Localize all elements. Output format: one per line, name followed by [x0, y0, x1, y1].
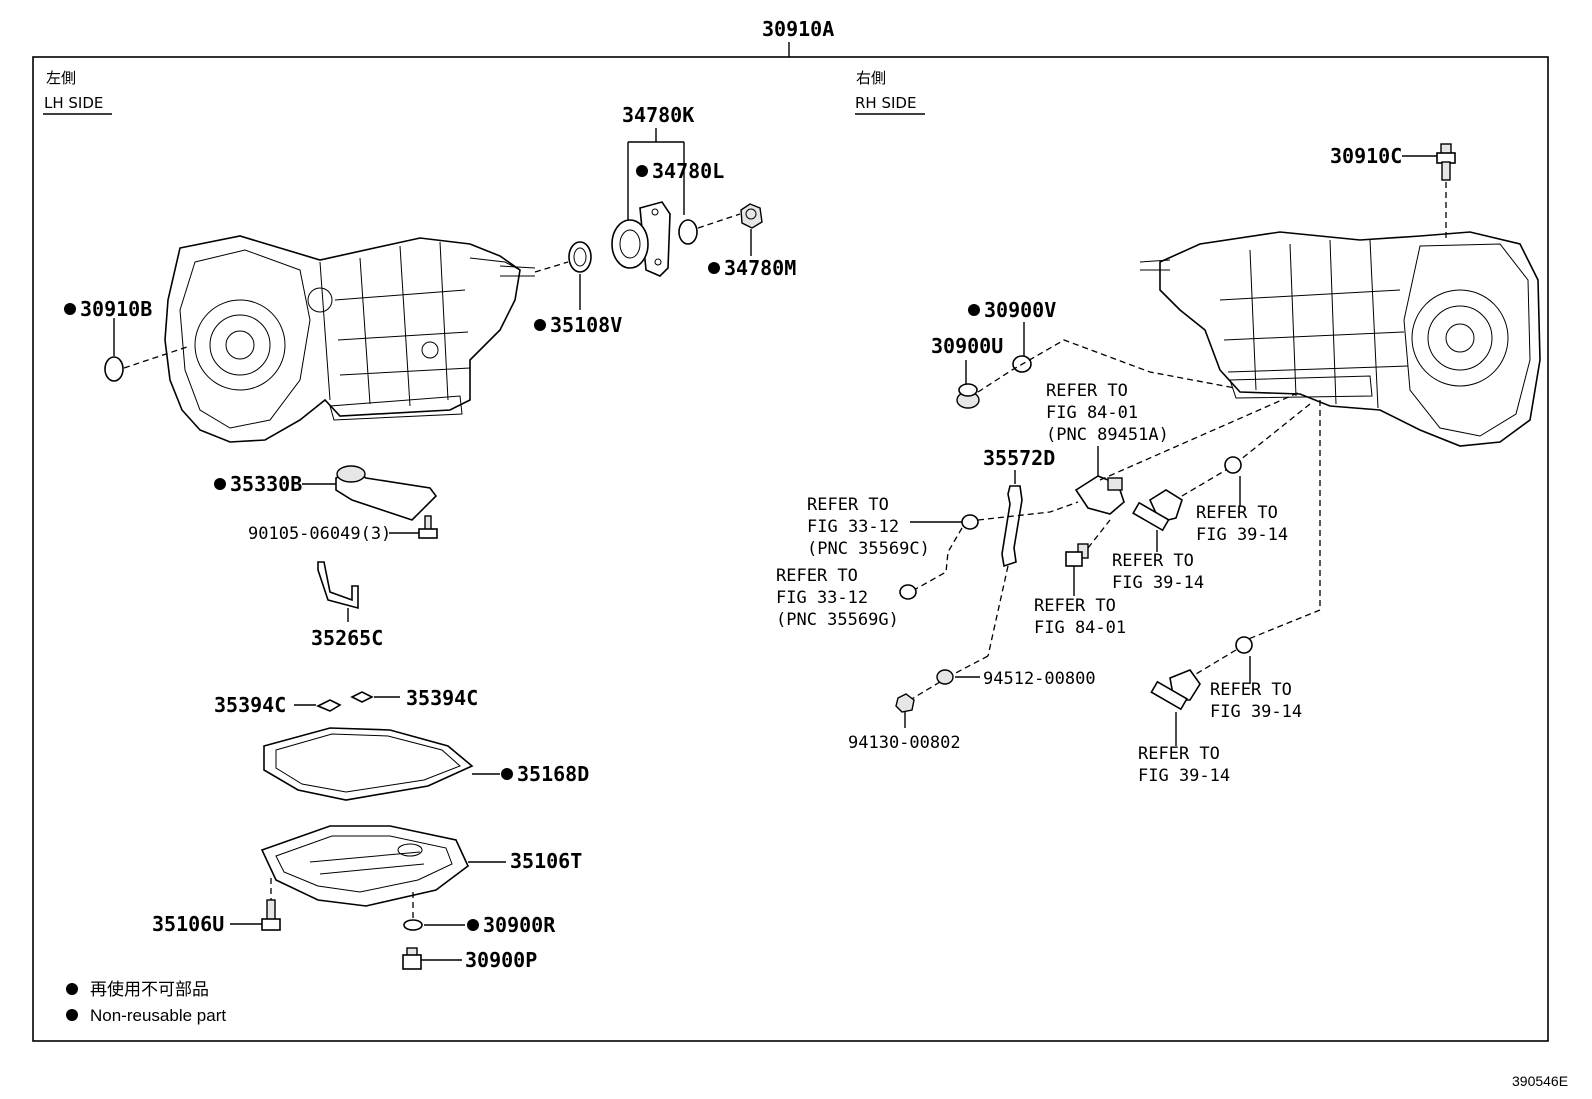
ref-3312g-line2: FIG 33-12 — [776, 588, 868, 608]
lh-side-jp: 左側 — [46, 69, 76, 87]
label-35265c[interactable]: 35265C — [311, 626, 383, 650]
bolt-35106u[interactable] — [261, 899, 281, 931]
non-reusable-dot-34780m — [708, 262, 720, 274]
lh-side-en: LH SIDE — [44, 94, 103, 112]
label-35108v[interactable]: 35108V — [550, 313, 622, 337]
label-30900r[interactable]: 30900R — [483, 913, 556, 937]
legend-text-en: Non-reusable part — [90, 1006, 226, 1025]
label-94130[interactable]: 94130-00802 — [848, 733, 961, 753]
plug-30900u[interactable] — [956, 383, 980, 409]
non-reusable-dot-35108v — [534, 319, 546, 331]
ref-3312c-line2: FIG 33-12 — [807, 517, 899, 537]
seal-35108v[interactable] — [568, 241, 592, 273]
label-30900v[interactable]: 30900V — [984, 298, 1056, 322]
non-reusable-dot-34780l — [636, 165, 648, 177]
label-35394c-a[interactable]: 35394C — [214, 693, 286, 717]
gasket-35168d[interactable] — [263, 727, 474, 801]
label-34780m[interactable]: 34780M — [724, 256, 796, 280]
oil-pan-35106t[interactable] — [260, 825, 469, 907]
label-30910c[interactable]: 30910C — [1330, 144, 1402, 168]
label-30900u[interactable]: 30900U — [931, 334, 1003, 358]
label-35106u[interactable]: 35106U — [152, 912, 224, 936]
o-ring-fig3914-c[interactable] — [1235, 636, 1253, 654]
flange-34780k[interactable] — [611, 201, 671, 277]
seal-35569g[interactable] — [899, 584, 917, 600]
label-35106t[interactable]: 35106T — [510, 849, 582, 873]
ref-3312g-line3: (PNC 35569G) — [776, 610, 899, 630]
pipe-35265c[interactable] — [317, 561, 359, 610]
ref-8401a-line3: (PNC 89451A) — [1046, 425, 1169, 445]
figure-code: 390546E — [1512, 1073, 1568, 1089]
rh-side-en: RH SIDE — [855, 94, 916, 112]
legend-dot-en — [66, 1009, 78, 1021]
ref-3914a-line1: REFER TO — [1196, 503, 1278, 523]
ref-3312g-line1: REFER TO — [776, 566, 858, 586]
non-reusable-dot-30900r — [467, 919, 479, 931]
label-35330b[interactable]: 35330B — [230, 472, 302, 496]
ref-3914d-line2: FIG 39-14 — [1138, 766, 1230, 786]
main-part-label[interactable]: 30910A — [762, 17, 834, 41]
connector-fig3914-b[interactable] — [1150, 669, 1201, 711]
nut-94130[interactable] — [895, 693, 915, 713]
breather-30910c[interactable] — [1436, 143, 1456, 181]
seal-30910b[interactable] — [104, 356, 124, 382]
non-reusable-dot-35330b — [214, 478, 226, 490]
ref-8401a-line1: REFER TO — [1046, 381, 1128, 401]
washer-94512[interactable] — [936, 669, 954, 685]
legend-text-jp: 再使用不可部品 — [90, 979, 209, 999]
legend-dot-jp — [66, 983, 78, 995]
ref-3914b-line1: REFER TO — [1112, 551, 1194, 571]
o-ring-fig3914-a[interactable] — [1224, 456, 1242, 474]
diagram-frame — [32, 56, 1549, 1042]
bolt-90105[interactable] — [418, 515, 438, 539]
transmission-rh-illustration — [1139, 231, 1541, 447]
label-34780l[interactable]: 34780L — [652, 159, 724, 183]
label-35394c-b[interactable]: 35394C — [406, 686, 478, 710]
label-30910b[interactable]: 30910B — [80, 297, 152, 321]
gasket-35394c-a[interactable] — [316, 699, 342, 712]
seal-35569c[interactable] — [961, 514, 979, 530]
strainer-35330b[interactable] — [335, 465, 438, 521]
connector-fig3914-a[interactable] — [1132, 489, 1183, 532]
non-reusable-dot-35168d — [501, 768, 513, 780]
label-35168d[interactable]: 35168D — [517, 762, 589, 786]
label-34780k[interactable]: 34780K — [622, 103, 694, 127]
non-reusable-dot-30900v — [968, 304, 980, 316]
bolt-fig8401[interactable] — [1065, 543, 1089, 567]
washer-34780l[interactable] — [678, 219, 698, 245]
transmission-lh-illustration — [164, 235, 536, 443]
ref-3312c-line1: REFER TO — [807, 495, 889, 515]
ref-3914a-line2: FIG 39-14 — [1196, 525, 1288, 545]
label-94512[interactable]: 94512-00800 — [983, 669, 1096, 689]
ref-3914d-line1: REFER TO — [1138, 744, 1220, 764]
plug-30900p[interactable] — [402, 947, 422, 970]
ref-3914c-line2: FIG 39-14 — [1210, 702, 1302, 722]
ref-3312c-line3: (PNC 35569C) — [807, 539, 930, 559]
label-90105[interactable]: 90105-06049(3) — [248, 524, 391, 544]
gasket-35394c-b[interactable] — [350, 691, 374, 703]
label-35572d[interactable]: 35572D — [983, 446, 1055, 470]
label-30900p[interactable]: 30900P — [465, 948, 537, 972]
ref-8401a-line2: FIG 84-01 — [1046, 403, 1138, 423]
bracket-35572d[interactable] — [1001, 485, 1023, 568]
nut-34780m[interactable] — [740, 203, 763, 229]
ref-3914b-line2: FIG 39-14 — [1112, 573, 1204, 593]
ref-8401b-line2: FIG 84-01 — [1034, 618, 1126, 638]
speed-sensor-89451a[interactable] — [1074, 475, 1125, 515]
gasket-30900r[interactable] — [403, 919, 423, 931]
ref-3914c-line1: REFER TO — [1210, 680, 1292, 700]
ref-8401b-line1: REFER TO — [1034, 596, 1116, 616]
rh-side-jp: 右側 — [856, 69, 886, 87]
non-reusable-dot-30910b — [64, 303, 76, 315]
